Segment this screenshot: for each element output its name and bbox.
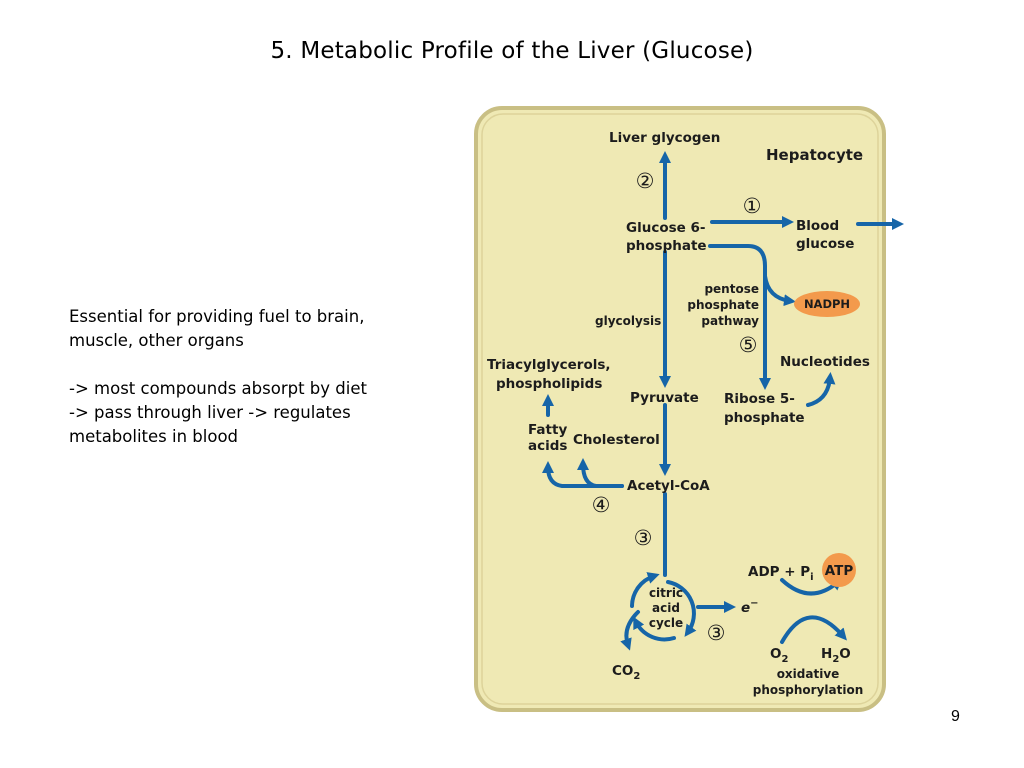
body-line: metabolites in blood [69, 427, 239, 446]
arrow-to-nucleotides [806, 372, 836, 407]
glycolysis-label: glycolysis [595, 314, 661, 328]
hepatocyte-cell [474, 106, 886, 712]
oxidative-phosphorylation-label: oxidative [777, 667, 840, 681]
citric-cycle-arc-left [630, 572, 660, 608]
arrow-pentose-pathway [708, 244, 771, 390]
ribose-5-phosphate-label: phosphate [724, 410, 805, 426]
cholesterol-label: Cholesterol [573, 432, 660, 448]
step-marker-3: ③ [707, 621, 726, 645]
slide-title: 5. Metabolic Profile of the Liver (Gluco… [270, 38, 754, 64]
fatty-acids-label: acids [528, 438, 567, 454]
acetyl-coa-label: Acetyl-CoA [627, 478, 710, 494]
triacylglycerols-label: Triacylglycerols, [487, 357, 611, 373]
liver-glycogen-label: Liver glycogen [609, 130, 720, 146]
ribose-5-phosphate-label: Ribose 5- [724, 391, 795, 407]
slide-body-text: Essential for providing fuel to brain, m… [69, 305, 429, 449]
step-marker-1: ① [743, 194, 762, 218]
o2-label: O2 [770, 646, 788, 665]
step-marker-2: ② [636, 169, 655, 193]
citric-cycle-arc-bottom [633, 616, 676, 642]
pentose-phosphate-pathway-label: phosphate [687, 298, 759, 312]
page-number: 9 [951, 708, 960, 725]
arrow-to-co2 [620, 610, 640, 651]
step-marker-5: ⑤ [739, 333, 758, 357]
blood-glucose-label: glucose [796, 236, 854, 252]
pentose-phosphate-pathway-label: pathway [701, 314, 759, 328]
electron-label: e− [741, 598, 759, 616]
arrow-adp-to-atp [780, 578, 843, 596]
h2o-label: H2O [821, 646, 851, 665]
body-line: Essential for providing fuel to brain, [69, 307, 365, 326]
step-marker-4: ④ [592, 493, 611, 517]
body-line: muscle, other organs [69, 331, 244, 350]
atp-badge [822, 553, 856, 587]
arrow-o2-to-h2o [780, 615, 847, 644]
atp-label: ATP [825, 563, 854, 579]
triacylglycerols-label: phospholipids [496, 376, 602, 392]
body-line: -> most compounds absorpt by diet [69, 379, 367, 398]
nadph-label: NADPH [804, 297, 850, 311]
pentose-phosphate-pathway-label: pentose [704, 282, 759, 296]
body-line: -> pass through liver -> regulates [69, 403, 351, 422]
arrow-to-nadph [763, 274, 796, 307]
cell-label: Hepatocyte [766, 146, 863, 164]
arrow-acetylcoa-to-fatty-acids [542, 461, 624, 488]
pyruvate-label: Pyruvate [630, 390, 699, 406]
citric-acid-cycle-label: citric [649, 586, 683, 600]
glucose-6-phosphate-label: phosphate [626, 238, 707, 254]
citric-acid-cycle-label: acid [652, 601, 680, 615]
citric-cycle-arc-right [666, 580, 697, 637]
nadph-badge [794, 291, 860, 317]
citric-acid-cycle-label: cycle [649, 616, 683, 630]
co2-label: CO2 [612, 663, 640, 682]
arrow-acetylcoa-to-cholesterol [577, 458, 624, 488]
glucose-6-phosphate-label: Glucose 6- [626, 220, 705, 236]
step-marker-3: ③ [634, 526, 653, 550]
blood-glucose-label: Blood [796, 218, 839, 234]
fatty-acids-label: Fatty [528, 422, 567, 438]
nucleotides-label: Nucleotides [780, 354, 870, 370]
oxidative-phosphorylation-label: phosphorylation [753, 683, 863, 697]
adp-pi-label: ADP + Pi [748, 564, 814, 583]
